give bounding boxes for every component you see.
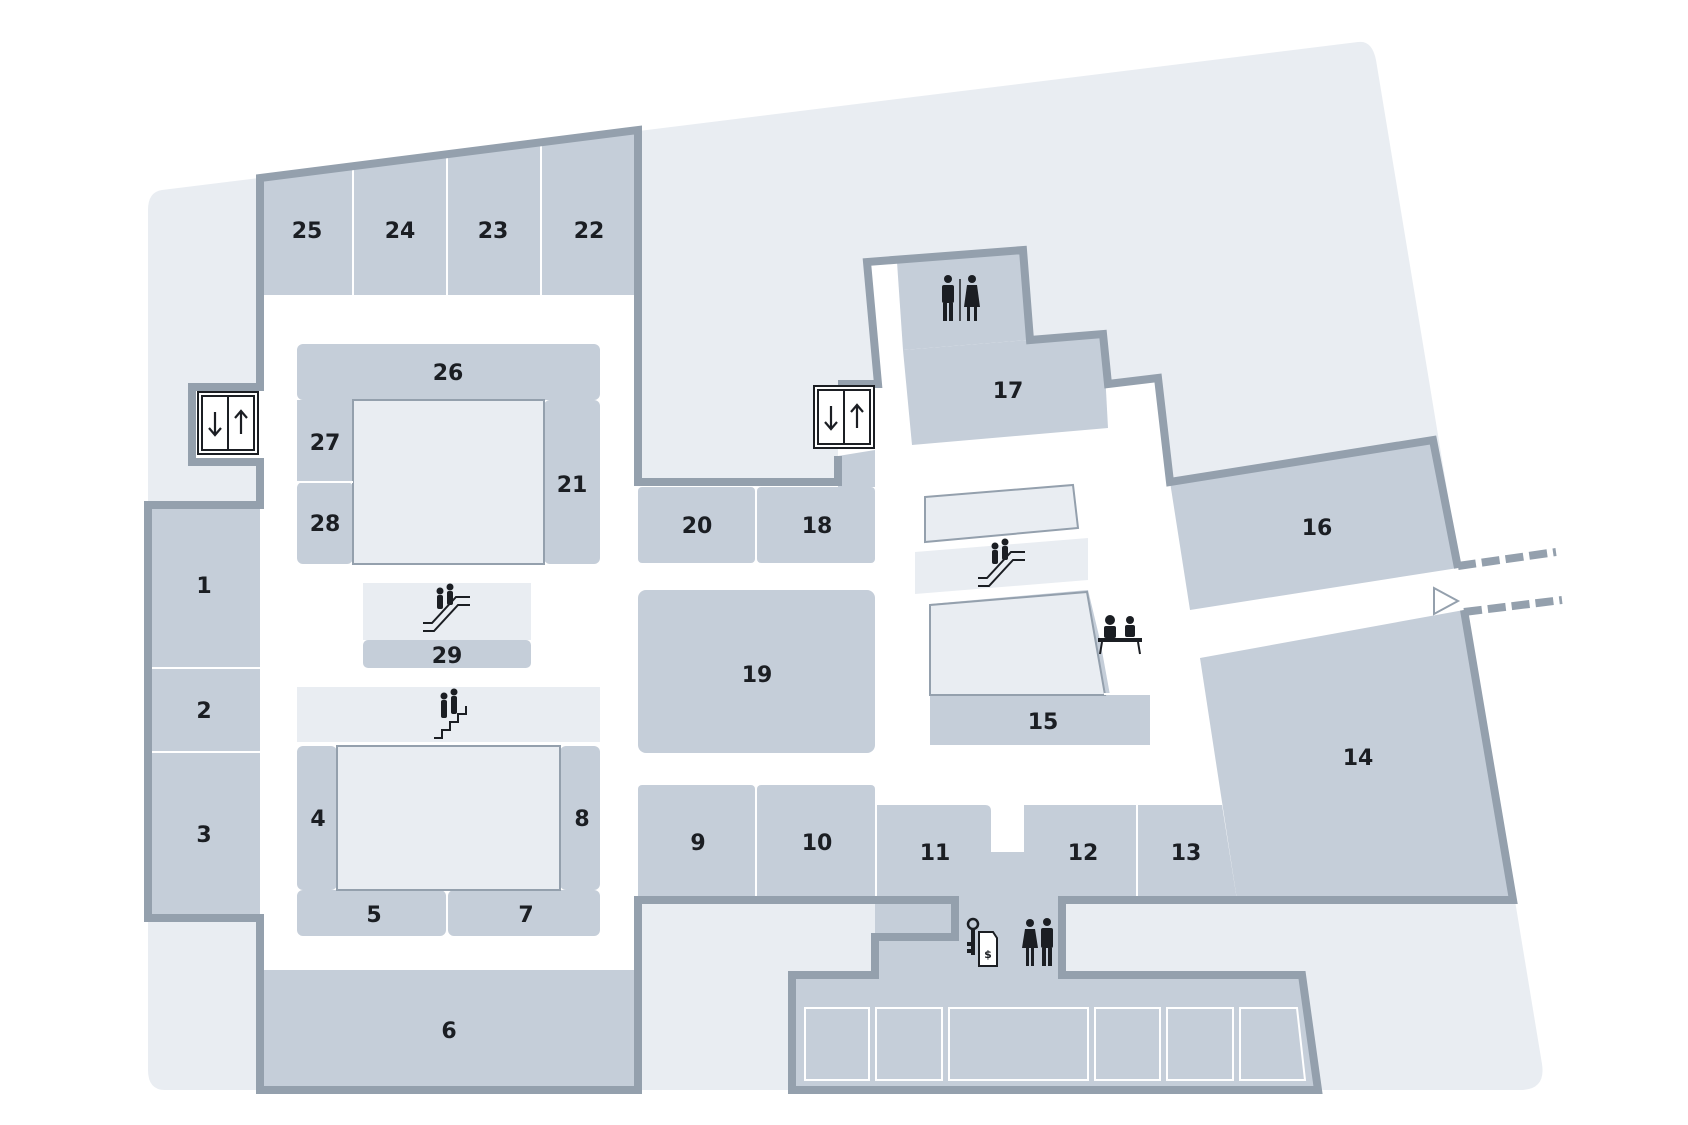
exit-wall-dashes-bottom <box>1463 596 1563 616</box>
exit-wall-dashes-top <box>1457 548 1557 570</box>
unit-16-label: 16 <box>1302 516 1333 541</box>
unit-26[interactable] <box>297 344 600 400</box>
atrium-upper <box>352 399 545 565</box>
elevator-icon[interactable] <box>817 389 871 445</box>
unit-14-label: 14 <box>1343 746 1374 771</box>
unit-18[interactable] <box>757 487 875 563</box>
restroom-alcove <box>897 250 1028 350</box>
unit-20[interactable] <box>638 487 755 563</box>
unit-19[interactable] <box>638 590 875 753</box>
unit-27-label: 27 <box>310 431 341 456</box>
unit-6[interactable] <box>260 970 638 1090</box>
unit-24-label: 24 <box>385 219 416 244</box>
stairs-icon[interactable] <box>434 688 467 739</box>
atrium-lower <box>336 745 561 891</box>
dividers <box>148 481 1150 753</box>
unit-25-label: 25 <box>292 219 323 244</box>
unit-27[interactable] <box>297 400 353 482</box>
unit-1-label: 1 <box>196 574 211 599</box>
unit-12[interactable] <box>1024 805 1136 900</box>
unit-29-label: 29 <box>432 644 463 669</box>
unit-25[interactable] <box>260 166 352 295</box>
annex-stalls <box>804 1007 1307 1081</box>
unit-11[interactable] <box>877 805 991 900</box>
key-tag-icon[interactable]: $ <box>966 917 998 967</box>
unit-8-label: 8 <box>574 807 589 832</box>
elevator-icon[interactable] <box>201 395 255 451</box>
unit-22[interactable] <box>542 130 638 295</box>
unit-12-label: 12 <box>1068 841 1099 866</box>
unit-21[interactable] <box>544 400 600 564</box>
exit-arrow-icon[interactable] <box>1433 586 1461 616</box>
unit-19-label: 19 <box>742 663 773 688</box>
unit-11-label: 11 <box>920 841 951 866</box>
unit-8[interactable] <box>560 746 600 890</box>
unit-4[interactable] <box>297 746 337 890</box>
unit-26-label: 26 <box>433 361 464 386</box>
unit-14[interactable] <box>1200 610 1513 900</box>
unit-18-label: 18 <box>802 514 833 539</box>
unit-9-label: 9 <box>690 831 705 856</box>
entrance-hall <box>972 852 1046 900</box>
stairs-strip <box>297 687 600 742</box>
escalator-icon[interactable] <box>978 538 1025 587</box>
unit-6-label: 6 <box>441 1019 456 1044</box>
unit-4-label: 4 <box>310 807 325 832</box>
food-court-icon[interactable] <box>1098 615 1142 655</box>
unit-7[interactable] <box>448 890 600 936</box>
unit-28-label: 28 <box>310 512 341 537</box>
couple-icon[interactable] <box>1022 918 1053 966</box>
escalator-strip-29 <box>363 583 531 640</box>
unit-24[interactable] <box>354 154 446 295</box>
escalator-icon[interactable] <box>423 583 470 632</box>
unit-13-label: 13 <box>1171 841 1202 866</box>
units <box>148 130 1513 1090</box>
unit-17-label: 17 <box>993 379 1024 404</box>
unit-5-label: 5 <box>366 903 381 928</box>
unit-18-extension <box>838 450 875 487</box>
unit-29[interactable] <box>363 640 531 668</box>
strip-top <box>924 483 1080 544</box>
unit-labels: 1 2 3 4 5 6 7 8 9 10 11 12 13 14 15 16 1… <box>196 219 1373 1044</box>
key-tag-symbol: $ <box>984 948 992 961</box>
walls <box>144 125 1563 1094</box>
unit-10-label: 10 <box>802 831 833 856</box>
unit-22-label: 22 <box>574 219 605 244</box>
unit-16[interactable] <box>1170 440 1458 610</box>
courtyard-15 <box>929 590 1107 696</box>
unit-15-label: 15 <box>1028 710 1059 735</box>
unit-10[interactable] <box>757 785 875 900</box>
unit-5[interactable] <box>297 890 446 936</box>
unit-1[interactable] <box>148 505 260 667</box>
unit-3[interactable] <box>148 753 260 918</box>
unit-23[interactable] <box>448 142 540 295</box>
unit-20-label: 20 <box>682 514 713 539</box>
unit-13[interactable] <box>1138 805 1237 900</box>
unit-2[interactable] <box>148 669 260 751</box>
unit-9[interactable] <box>638 785 755 900</box>
bottom-annex <box>792 900 1318 1090</box>
unit-7-label: 7 <box>518 903 533 928</box>
unit-23-label: 23 <box>478 219 509 244</box>
unit-3-label: 3 <box>196 823 211 848</box>
escalator-strip-center <box>915 538 1088 594</box>
unit-21-label: 21 <box>557 473 588 498</box>
unit-17[interactable] <box>903 334 1108 445</box>
restroom-icon[interactable] <box>942 275 980 321</box>
unit-28[interactable] <box>297 482 353 564</box>
unit-2-label: 2 <box>196 699 211 724</box>
